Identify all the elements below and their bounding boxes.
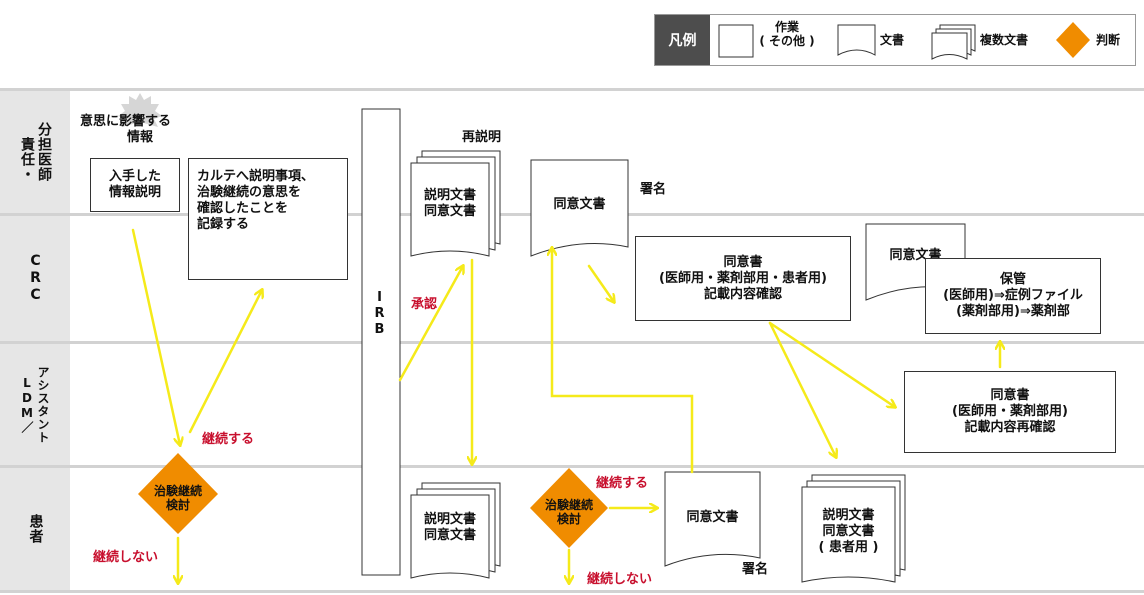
lane-label-patient: 患者 xyxy=(0,468,70,590)
arrow-consent-to-check xyxy=(587,264,614,302)
decision-1-text: 治験継続検討 xyxy=(153,484,202,512)
not-continue-left-label: 継続しない xyxy=(93,550,159,565)
lane-label-crc: CRC xyxy=(0,216,70,341)
arrow-consent-loop-up xyxy=(552,248,694,474)
not-continue-right-label: 継続しない xyxy=(587,572,653,587)
lane-divider-top xyxy=(0,88,1144,91)
info-affecting-label: 意思に影響する 情報 xyxy=(80,114,172,145)
storage-box: 保管 (医師用)⇒症例ファイル (薬剤部用)⇒薬剤部 xyxy=(925,258,1101,334)
consent-doc-patient-text: 同意文書 xyxy=(686,510,739,525)
continue-left-label: 継続する xyxy=(202,432,255,447)
lane-label-ldm: アシスタント LDM／ xyxy=(0,344,70,465)
decision-diamond-1 xyxy=(138,453,218,534)
starburst-icon xyxy=(118,93,162,127)
consent-document-doctor xyxy=(530,159,629,257)
info-explain-box: 入手した情報説明 xyxy=(90,158,180,212)
multi-document-final xyxy=(801,474,906,583)
docs-doctor-text: 説明文書同意文書 xyxy=(423,188,476,219)
docs-patient-text: 説明文書同意文書 xyxy=(423,512,476,543)
decision-diamond-2 xyxy=(530,468,608,548)
approval-label: 承認 xyxy=(411,297,438,312)
legend-decision-shape xyxy=(1056,22,1090,58)
consent-document-patient xyxy=(664,471,761,567)
consent-check-box: 同意書 (医師用・薬剤部用・患者用) 記載内容確認 xyxy=(635,236,851,321)
legend-task-label: 作業( その他 ) xyxy=(759,20,815,48)
legend-document-shape xyxy=(837,24,876,56)
lane-divider-2 xyxy=(0,341,1144,344)
irb-label: IRB xyxy=(372,290,387,338)
arrow-irb-to-docs xyxy=(398,266,463,382)
arrow-decision-to-record xyxy=(188,290,262,434)
signature-label: 署名 xyxy=(640,182,667,197)
legend-title: 凡例 xyxy=(655,15,710,65)
arrow-info-to-decision xyxy=(131,228,180,445)
lane-divider-3 xyxy=(0,465,1144,468)
signature-patient-label: 署名 xyxy=(742,562,769,577)
continue-right-label: 継続する xyxy=(596,476,649,491)
legend-task-shape xyxy=(718,24,754,58)
consent-doc-doctor-text: 同意文書 xyxy=(553,197,606,212)
irb-bar xyxy=(361,108,401,576)
legend-document-label: 文書 xyxy=(880,33,905,47)
arrow-check-to-final xyxy=(768,321,836,457)
arrow-check-to-recheck xyxy=(768,321,895,407)
multi-document-patient xyxy=(410,482,501,579)
legend-multi-document-label: 複数文書 xyxy=(980,33,1029,47)
multi-document-doctor xyxy=(410,150,501,257)
record-box: カルテへ説明事項、 治験継続の意思を 確認したことを 記録する xyxy=(188,158,348,280)
decision-2-text: 治験継続検討 xyxy=(544,498,593,526)
recheck-box: 同意書 (医師用・薬剤部用) 記載内容再確認 xyxy=(904,371,1116,453)
legend-decision-label: 判断 xyxy=(1096,33,1121,47)
lane-label-doctor: 分担医師 責任・ xyxy=(0,91,70,213)
lane-divider-bottom xyxy=(0,590,1144,593)
re-explain-label: 再説明 xyxy=(462,130,502,145)
docs-final-text: 説明文書 同意文書 ( 患者用 ) xyxy=(818,508,879,555)
